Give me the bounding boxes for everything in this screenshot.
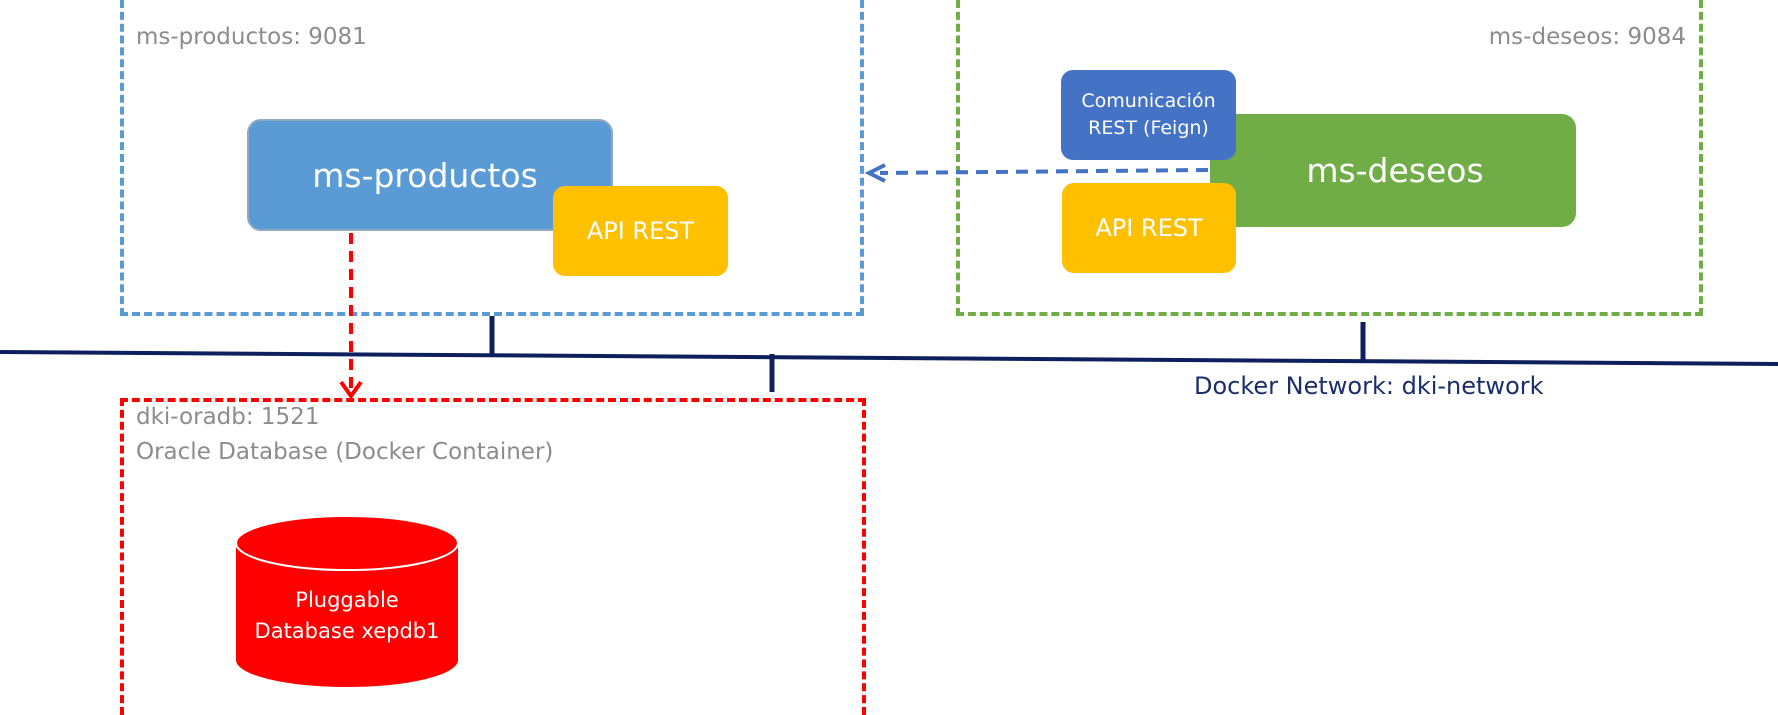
feign-label-line2: REST (Feign) <box>1088 117 1209 139</box>
ms-productos-service: ms-productos <box>247 119 613 231</box>
ms-deseos-service: ms-deseos <box>1210 114 1576 227</box>
database-label-line2: Database xepdb1 <box>254 619 440 643</box>
productos-api-rest: API REST <box>553 186 728 276</box>
feign-rest-communication: Comunicación REST (Feign) <box>1061 70 1236 160</box>
feign-label-line1: Comunicación <box>1081 90 1216 112</box>
docker-network-line <box>0 350 1778 366</box>
feign-arrow-head <box>864 163 886 183</box>
ms-deseos-container-label: ms-deseos: 9084 <box>1488 24 1686 50</box>
deseos-api-rest: API REST <box>1062 183 1236 273</box>
ms-productos-container-label: ms-productos: 9081 <box>136 24 367 50</box>
feign-call-arrow <box>879 168 1209 175</box>
pluggable-database-label: Pluggable Database xepdb1 <box>236 585 458 647</box>
ms-productos-container <box>120 0 864 316</box>
oradb-container-description: Oracle Database (Docker Container) <box>136 439 554 465</box>
database-label-line1: Pluggable <box>295 588 399 612</box>
oradb-container <box>120 398 866 715</box>
oradb-container-label: dki-oradb: 1521 <box>136 404 320 430</box>
db-arrow-head <box>339 380 363 400</box>
database-cylinder-icon <box>235 515 459 687</box>
ms-deseos-container <box>956 0 1703 316</box>
docker-network-label: Docker Network: dki-network <box>1194 372 1544 400</box>
